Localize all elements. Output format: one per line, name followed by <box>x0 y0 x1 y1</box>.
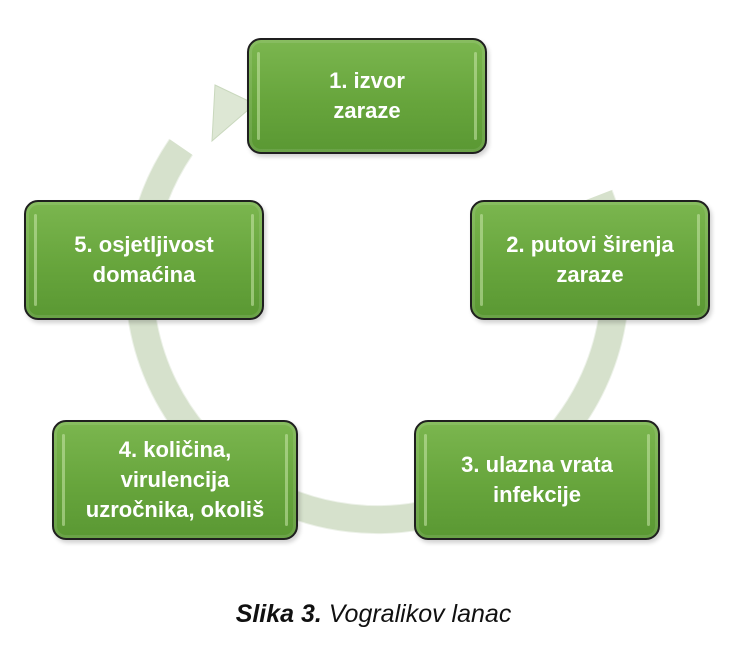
cycle-arrowhead <box>211 84 256 143</box>
node-putovi-sirenja: 2. putovi širenja zaraze <box>470 200 710 320</box>
node-ulazna-vrata: 3. ulazna vrata infekcije <box>414 420 660 540</box>
node-label: 1. izvor zaraze <box>329 68 405 123</box>
caption-label: Slika 3. <box>235 600 322 628</box>
node-label: 4. količina, virulencija uzročnika, okol… <box>85 437 265 522</box>
caption-text: Vogralikov lanac <box>321 600 512 628</box>
node-label: 2. putovi širenja zaraze <box>506 232 674 287</box>
node-label: 5. osjetljivost domaćina <box>74 232 214 287</box>
node-label: 3. ulazna vrata infekcije <box>461 452 613 507</box>
node-kolicina-virulencija: 4. količina, virulencija uzročnika, okol… <box>52 420 298 540</box>
node-osjetljivost-domacina: 5. osjetljivost domaćina <box>24 200 264 320</box>
figure-caption: Slika 3. Vogralikov lanac <box>0 600 747 629</box>
node-izvor-zaraze: 1. izvor zaraze <box>247 38 487 154</box>
